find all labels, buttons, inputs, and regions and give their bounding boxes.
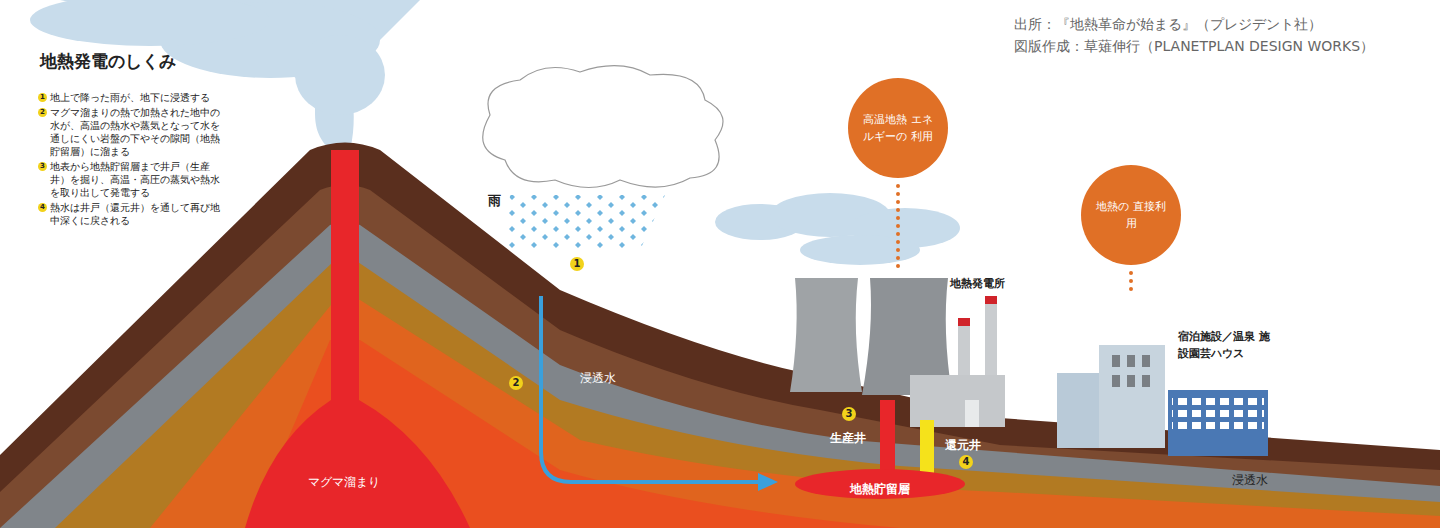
callout-number: 3 — [38, 162, 47, 171]
dotted-connector — [1129, 273, 1133, 292]
water-label: 浸透水 — [1232, 472, 1268, 489]
node-text: 地熱発電所 — [950, 276, 1005, 291]
source-note: 出所：『地熱革命が始まる』（プレジデント社） — [1014, 16, 1322, 34]
callout-number: 1 — [570, 257, 584, 271]
callout-number: 4 — [38, 203, 47, 212]
step-text: マグマ溜まりの熱で加熱された地中の水が、高温の熱水や蒸気となって水を通しにくい岩… — [50, 106, 228, 158]
step-row: 1地上で降った雨が、地下に浸透する — [38, 91, 238, 104]
callout-number: 2 — [38, 108, 47, 117]
dotted-connector — [896, 186, 900, 270]
well-label: 生産井 — [830, 430, 866, 447]
step-text: 熱水は井戸（還元井）を通して再び地中深くに戻される — [50, 201, 228, 227]
step-row: 3地表から地熱貯留層まで井戸（生産井）を掘り、高温・高圧の蒸気や熱水を取り出して… — [38, 160, 238, 199]
circle-shape — [848, 78, 948, 178]
power-plant: 地熱発電所 — [785, 270, 1010, 430]
callout-number: 3 — [842, 407, 856, 421]
step-list: 1地上で降った雨が、地下に浸透する2マグマ溜まりの熱で加熱された地中の水が、高温… — [38, 91, 238, 229]
callout-number: 1 — [38, 93, 47, 102]
callout-number: 4 — [959, 455, 973, 469]
circle-shape — [1081, 165, 1181, 265]
credit-note: 図版作成：草薙伸行（PLANETPLAN DESIGN WORKS） — [1014, 38, 1374, 56]
reservoir-ellipse: 地熱貯留層 — [795, 469, 965, 499]
water-label: 浸透水 — [580, 370, 616, 387]
usage-circle: 地熱の 直接利用 — [1081, 165, 1181, 265]
node-text: 地熱の 直接利用 — [1091, 165, 1171, 265]
step-row: 4熱水は井戸（還元井）を通して再び地中深くに戻される — [38, 201, 238, 227]
facility-building: 宿泊施設／温泉 施設園芸ハウス — [1055, 292, 1275, 452]
node-text: 地熱貯留層 — [795, 469, 965, 499]
well-label: 還元井 — [945, 437, 981, 454]
usage-circle: 高温地熱 エネルギーの 利用 — [848, 78, 948, 178]
step-text: 地上で降った雨が、地下に浸透する — [50, 91, 228, 104]
magma-label: マグマ溜まり — [308, 474, 380, 491]
node-text: 高温地熱 エネルギーの 利用 — [858, 78, 938, 178]
step-text: 地表から地熱貯留層まで井戸（生産井）を掘り、高温・高圧の蒸気や熱水を取り出して発… — [50, 160, 228, 199]
node-text: 宿泊施設／温泉 施設園芸ハウス — [1178, 328, 1274, 362]
step-row: 2マグマ溜まりの熱で加熱された地中の水が、高温の熱水や蒸気となって水を通しにくい… — [38, 106, 238, 158]
callout-number: 2 — [509, 376, 523, 390]
rain-label: 雨 — [488, 192, 501, 210]
diagram-title: 地熱発電のしくみ — [40, 50, 176, 73]
